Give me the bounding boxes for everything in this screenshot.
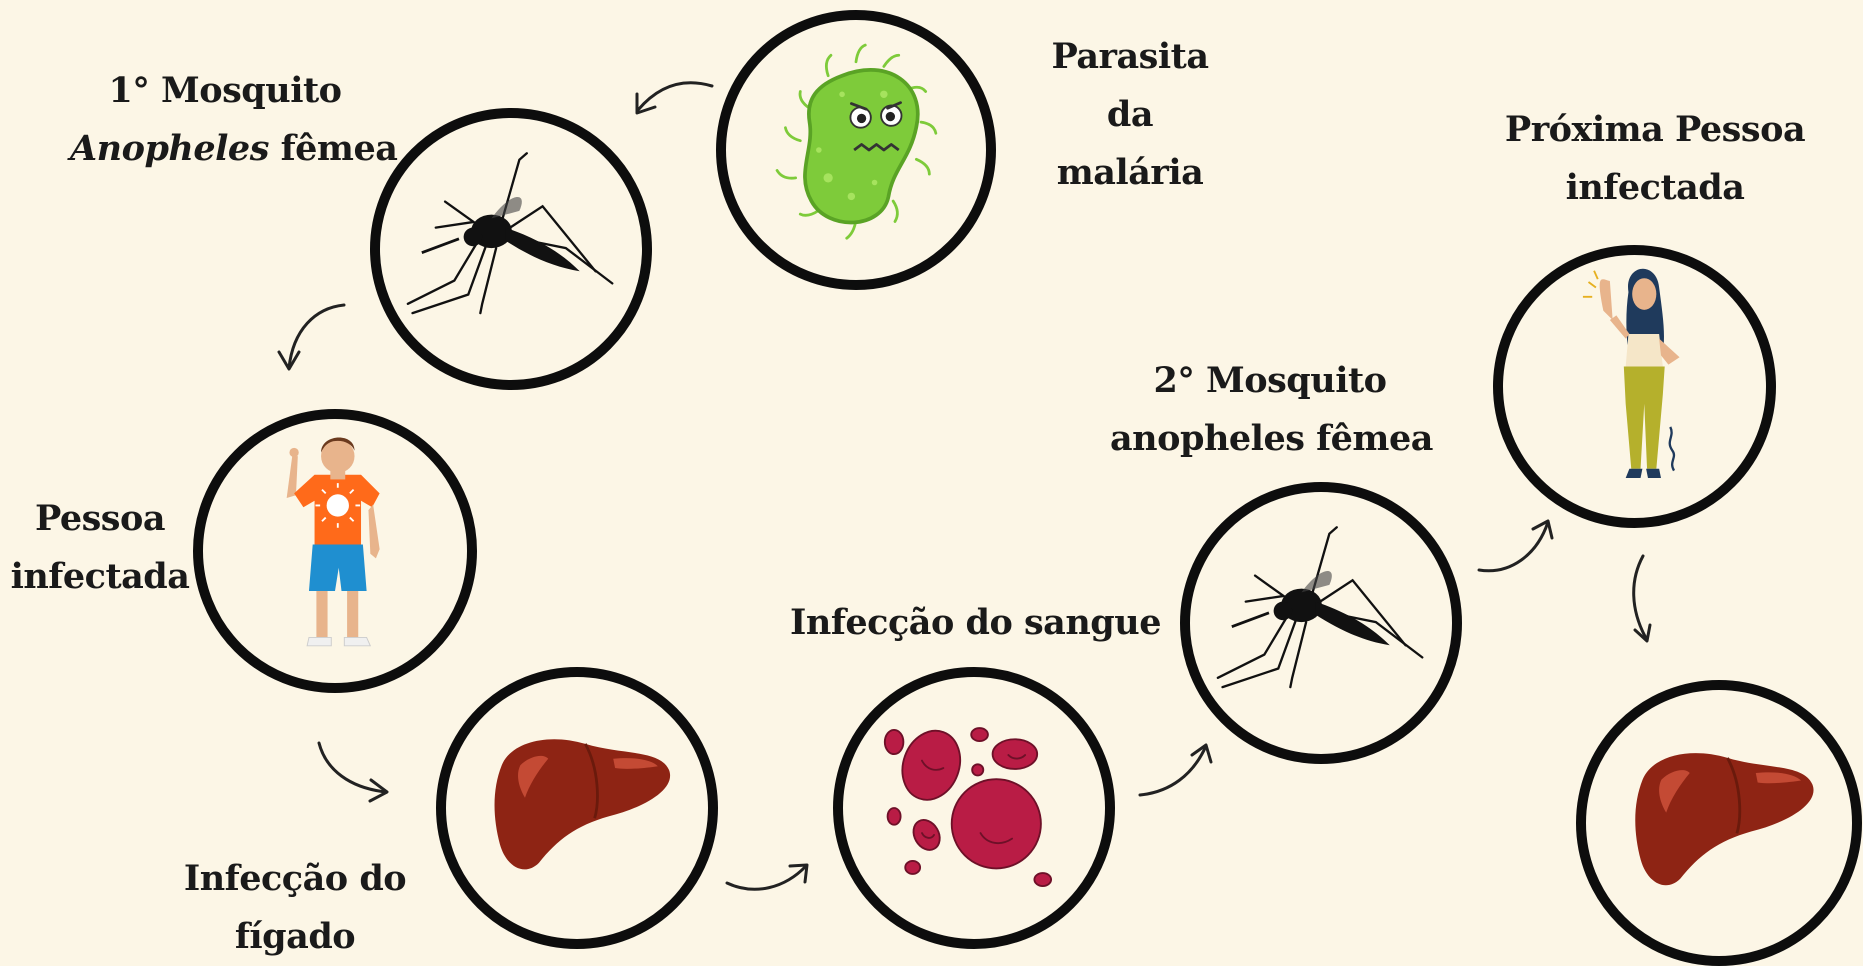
- label-person-line2: infectada: [10, 556, 190, 597]
- label-parasite: Parasita da malária: [1010, 28, 1250, 202]
- label-blood: Infecção do sangue: [790, 594, 1162, 652]
- arrow-liver-to-blood: [725, 863, 809, 891]
- label-mosquito1-line2: Anopheles fêmea: [70, 120, 398, 178]
- parasite-circle: [716, 10, 996, 290]
- woman-icon: [1582, 268, 1680, 479]
- mosquito1-circle: [370, 108, 652, 390]
- label-next-person-line1: Próxima Pessoa: [1504, 109, 1806, 150]
- mosquito-icon: [406, 152, 614, 315]
- label-next-person-line2: infectada: [1565, 167, 1745, 208]
- next-liver-circle: [1576, 680, 1862, 966]
- label-parasite-line1: Parasita: [1051, 36, 1209, 77]
- arrow-next-person-to-next-liver: [1632, 554, 1652, 643]
- arrow-mosquito1-to-person: [277, 303, 346, 371]
- arrow-parasite-to-mosquito1: [635, 81, 714, 115]
- label-next-person: Próxima Pessoa infectada: [1500, 101, 1810, 217]
- arrow-person-to-liver: [317, 741, 389, 803]
- label-mosquito1-species: Anopheles: [70, 128, 269, 169]
- label-mosquito2: 2° Mosquito anopheles fêmea: [1110, 352, 1433, 468]
- label-liver: Infecção do fígado: [170, 850, 420, 966]
- label-parasite-line3: malária: [1056, 152, 1204, 193]
- label-liver-line2: fígado: [234, 916, 356, 957]
- liver-icon: [1635, 753, 1814, 886]
- blood-cells-icon: [883, 727, 1053, 887]
- label-mosquito1: 1° Mosquito Anopheles fêmea: [70, 62, 398, 178]
- liver-circle: [436, 667, 718, 949]
- arrow-mosquito2-to-next-person: [1477, 519, 1554, 573]
- label-mosquito1-sex: fêmea: [268, 128, 398, 169]
- label-blood-line1: Infecção do sangue: [790, 602, 1162, 643]
- label-person: Pessoa infectada: [0, 490, 200, 606]
- label-parasite-line2: da: [1106, 94, 1154, 135]
- mosquito2-circle: [1180, 482, 1462, 764]
- label-person-line1: Pessoa: [34, 498, 166, 539]
- parasite-icon: [775, 43, 938, 240]
- blood-circle: [833, 667, 1115, 949]
- liver-icon: [494, 739, 671, 870]
- label-mosquito1-line1: 1° Mosquito: [108, 70, 342, 111]
- mosquito-icon: [1216, 526, 1424, 689]
- label-liver-line1: Infecção do: [183, 858, 407, 899]
- label-mosquito2-line2: anopheles fêmea: [1110, 418, 1433, 459]
- label-mosquito2-line1: 2° Mosquito: [1153, 360, 1387, 401]
- boy-icon: [286, 437, 380, 647]
- next-person-circle: [1493, 245, 1776, 528]
- person-circle: [193, 409, 477, 693]
